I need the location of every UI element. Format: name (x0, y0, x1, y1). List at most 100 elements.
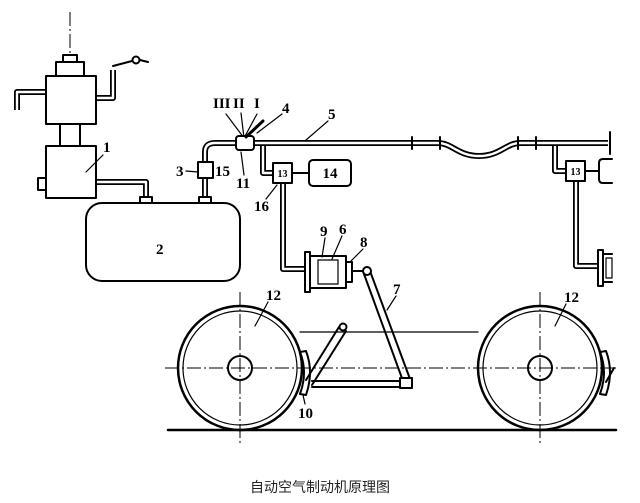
lever-7-line (363, 273, 404, 382)
pipes-inner (15, 70, 608, 271)
valve-group-right: 13 (565, 158, 613, 287)
compressor-right-pipe-inner (96, 70, 115, 100)
label-position-3: III (213, 96, 231, 112)
wheel-hub (227, 355, 253, 381)
brake-beam-lever (311, 330, 347, 386)
pipe-right-branch (552, 146, 566, 174)
brake-valve-handle (244, 119, 265, 139)
compressor-top-cap (62, 54, 78, 63)
label-6: 6 (339, 222, 347, 238)
pipe-13-to-cylinder (280, 183, 305, 272)
cylinder-body (309, 255, 347, 289)
cylinder-right-piston (605, 257, 613, 279)
handle-position-line (243, 113, 258, 139)
leader-5 (305, 120, 329, 141)
label-position-2: II (233, 96, 245, 112)
leader-1 (85, 154, 104, 173)
label-14: 14 (323, 166, 339, 182)
brake-beam-lever (305, 326, 340, 381)
label-8: 8 (360, 235, 368, 251)
labels: 1 2 3 15 III II I 4 5 11 16 9 6 8 7 12 1… (103, 96, 579, 422)
compressor-upper-body (45, 75, 97, 125)
diagram-caption: 自动空气制动机原理图 (250, 480, 390, 496)
box-13-right (565, 160, 586, 182)
compressor-side-knob (37, 177, 47, 191)
leader-7 (386, 295, 397, 311)
label-7: 7 (393, 282, 401, 298)
train-pipe-inner (254, 141, 608, 158)
label-16: 16 (254, 199, 270, 215)
pipe-compressor-to-reservoir (96, 179, 149, 200)
lever-bottom-pivot (399, 377, 413, 389)
leader-lines (85, 113, 567, 405)
label-11: 11 (236, 176, 250, 192)
component-15-box (197, 161, 214, 179)
reservoir-body (85, 202, 241, 282)
leader-16 (265, 184, 278, 200)
brake-shoe (599, 350, 611, 396)
compressor (37, 54, 149, 199)
label-13-right: 13 (571, 167, 581, 178)
leader-6 (331, 235, 343, 260)
handle-position-line (225, 113, 245, 139)
compressor-lower-body (45, 145, 97, 199)
box-13 (272, 162, 293, 184)
crank-knob (131, 55, 141, 65)
label-12-right: 12 (564, 290, 579, 306)
leader-4 (256, 113, 283, 134)
brake-beam-lever (605, 367, 615, 383)
main-reservoir (85, 196, 241, 282)
pipe-branch-to-13-inner (261, 146, 273, 175)
wheel-inner-rim (182, 310, 298, 426)
label-1: 1 (103, 140, 111, 156)
compressor-dome (55, 61, 85, 77)
leader-11 (240, 151, 245, 176)
leader-10 (302, 394, 306, 405)
label-13: 13 (278, 169, 288, 180)
compressor-left-pipe-inner (15, 90, 46, 110)
train-pipe-couplings (411, 131, 611, 155)
wheel-hub (527, 355, 553, 381)
brake-cylinder (304, 251, 365, 293)
crank-handle (139, 59, 149, 63)
label-position-1: I (254, 96, 260, 112)
cylinder-right-body (602, 253, 613, 283)
label-4: 4 (282, 101, 290, 117)
leader-12-right (554, 303, 567, 327)
pipe-right-branch-inner (553, 146, 566, 173)
cylinder-piston (317, 259, 339, 285)
valve-group-left: 13 14 (272, 159, 352, 187)
label-12-left: 12 (266, 288, 281, 304)
center-lines (69, 12, 616, 446)
pipe-right-valve-to-cylinder-inner (574, 181, 598, 268)
pipe-compressor-to-reservoir-inner (96, 180, 148, 200)
pipe-branch-to-13 (260, 146, 273, 176)
brake-rigging (299, 266, 479, 389)
leader-3 (185, 170, 199, 173)
wheel-inner-rim (482, 310, 598, 426)
compressor-neck (59, 123, 81, 147)
label-15: 15 (215, 164, 230, 180)
compressor-left-pipe (14, 89, 46, 110)
compressor-right-pipe (96, 70, 116, 101)
label-9: 9 (320, 224, 328, 240)
lever-7-line (369, 270, 411, 380)
leader-9 (321, 237, 326, 258)
box-14 (308, 159, 352, 187)
label-5: 5 (328, 107, 336, 123)
reservoir-right-partial (598, 158, 613, 184)
beam-pivot (338, 322, 348, 332)
brake-valve (225, 112, 265, 151)
cylinder-right-flange (597, 249, 604, 287)
label-3: 3 (176, 164, 184, 180)
brake-shoe (299, 350, 311, 396)
pipe-13-to-cylinder-inner (281, 183, 305, 271)
handle-position-line (240, 112, 245, 139)
leader-8 (349, 248, 364, 263)
cylinder-cap (345, 261, 353, 283)
pipe-reservoir-to-brake-valve-inner (203, 141, 237, 200)
label-2: 2 (156, 242, 164, 258)
crank-arm (112, 60, 133, 67)
leader-12-left (254, 301, 269, 327)
